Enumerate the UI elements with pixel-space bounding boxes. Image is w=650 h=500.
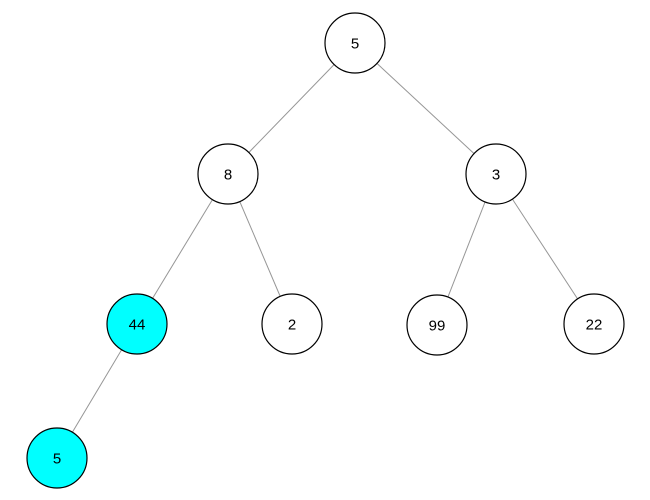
tree-node-label: 2: [288, 316, 296, 333]
tree-node-label: 22: [586, 316, 603, 333]
tree-node-label: 5: [351, 35, 359, 52]
tree-node-circle: [563, 293, 625, 355]
tree-node-label: 3: [492, 166, 500, 183]
tree-node-circle: [197, 143, 259, 205]
tree-node-label: 99: [429, 317, 446, 334]
tree-edges: [56, 42, 595, 459]
tree-node-n5leaf: 5: [26, 427, 88, 489]
tree-node-circle-highlighted: [106, 293, 168, 355]
tree-node-label: 8: [224, 166, 232, 183]
tree-node-label: 5: [53, 450, 61, 467]
tree-node-label: 44: [129, 316, 146, 333]
tree-node-circle-highlighted: [26, 427, 88, 489]
tree-node-n22: 22: [563, 293, 625, 355]
tree-node-circle: [324, 12, 386, 74]
tree-node-n44: 44: [106, 293, 168, 355]
tree-edge-root-n3: [354, 42, 497, 175]
tree-nodes: 5 8 3 44 2 99 22 5: [26, 12, 625, 489]
tree-node-n3: 3: [465, 143, 527, 205]
tree-node-root: 5: [324, 12, 386, 74]
tree-node-circle: [465, 143, 527, 205]
tree-node-n8: 8: [197, 143, 259, 205]
tree-node-circle: [261, 293, 323, 355]
tree-node-n2: 2: [261, 293, 323, 355]
tree-node-n99: 99: [406, 294, 468, 356]
tree-node-circle: [406, 294, 468, 356]
